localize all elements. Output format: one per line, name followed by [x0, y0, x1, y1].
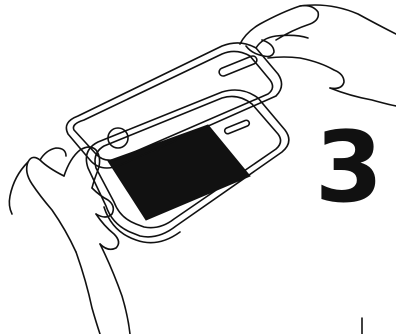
step-number: 3 [312, 118, 384, 218]
right-hand-icon [240, 5, 396, 106]
left-hand-icon [9, 147, 130, 334]
